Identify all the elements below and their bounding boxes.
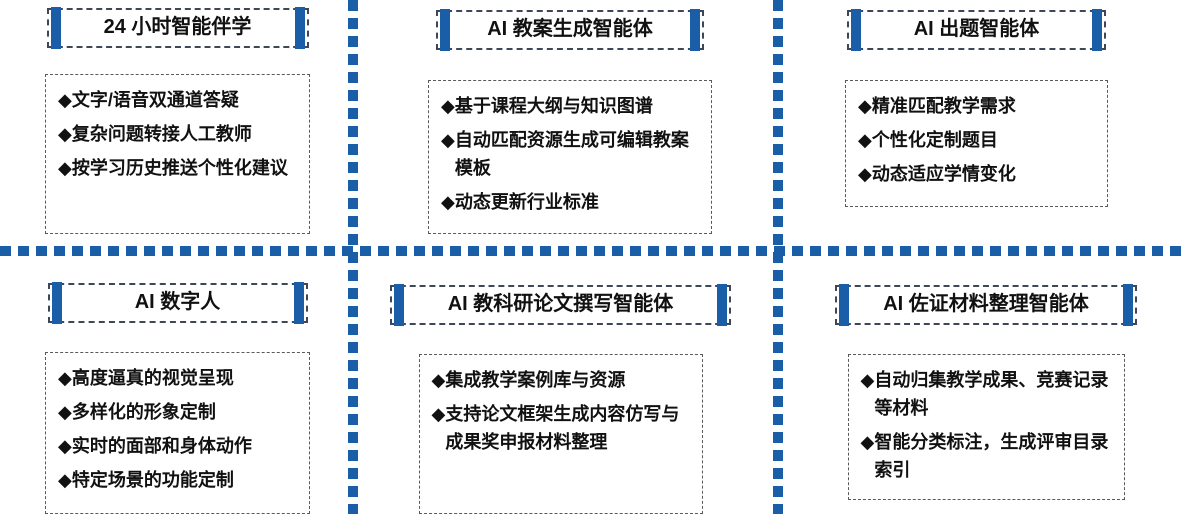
panel-title-box: AI 佐证材料整理智能体 — [835, 284, 1137, 326]
panel-content-box: ◆集成教学案例库与资源◆支持论文框架生成内容仿写与成果奖申报材料整理 — [418, 354, 703, 514]
diamond-bullet-icon: ◆ — [58, 90, 72, 110]
feature-item-text: 精准匹配教学需求 — [871, 96, 1016, 116]
diamond-bullet-icon: ◆ — [431, 370, 446, 390]
title-accent-bar-right — [1092, 9, 1102, 51]
title-accent-bar-right — [294, 7, 305, 49]
feature-item: ◆文字/语音双通道答疑 — [58, 87, 299, 115]
diamond-bullet-icon: ◆ — [441, 96, 455, 116]
title-accent-bar-left — [851, 9, 861, 51]
panel-smart-companion: 24 小时智能伴学 ◆文字/语音双通道答疑◆复杂问题转接人工教师◆按学习历史推送… — [45, 7, 310, 234]
diamond-bullet-icon: ◆ — [858, 163, 872, 184]
title-accent-bar-left — [394, 284, 404, 326]
diamond-bullet-icon: ◆ — [58, 123, 72, 144]
feature-list: ◆高度逼真的视觉呈现◆多样化的形象定制◆实时的面部和身体动作◆特定场景的功能定制 — [58, 365, 299, 495]
panel-title-box: AI 出题智能体 — [847, 9, 1106, 51]
feature-item: ◆自动归集教学成果、竞赛记录等材料 — [861, 367, 1114, 423]
feature-item-text: 动态更新行业标准 — [454, 191, 599, 212]
feature-item-text: 智能分类标注，生成评审目录索引 — [874, 431, 1109, 480]
feature-item: ◆动态适应学情变化 — [858, 161, 1097, 189]
diamond-bullet-icon: ◆ — [58, 157, 72, 178]
title-accent-bar-left — [440, 9, 450, 51]
feature-item: ◆高度逼真的视觉呈现 — [58, 365, 299, 393]
feature-item: ◆精准匹配教学需求 — [858, 93, 1097, 121]
diamond-bullet-icon: ◆ — [58, 435, 72, 456]
panel-title: AI 教科研论文撰写智能体 — [447, 293, 674, 315]
panel-digital-human: AI 数字人 ◆高度逼真的视觉呈现◆多样化的形象定制◆实时的面部和身体动作◆特定… — [45, 282, 310, 514]
feature-item: ◆复杂问题转接人工教师 — [58, 121, 299, 149]
feature-item-text: 支持论文框架生成内容仿写与成果奖申报材料整理 — [445, 403, 680, 452]
panel-title: 24 小时智能伴学 — [103, 16, 252, 38]
feature-item-text: 基于课程大纲与知识图谱 — [454, 96, 653, 116]
diamond-bullet-icon: ◆ — [58, 368, 72, 388]
feature-list: ◆自动归集教学成果、竞赛记录等材料◆智能分类标注，生成评审目录索引 — [861, 367, 1114, 485]
diamond-bullet-icon: ◆ — [858, 96, 872, 116]
feature-item: ◆多样化的形象定制 — [58, 399, 299, 427]
feature-list: ◆文字/语音双通道答疑◆复杂问题转接人工教师◆按学习历史推送个性化建议 — [58, 87, 299, 183]
horizontal-dotted-divider — [0, 246, 1182, 256]
panel-title-box: AI 教科研论文撰写智能体 — [390, 284, 731, 326]
feature-item: ◆动态更新行业标准 — [441, 189, 701, 217]
panel-title: AI 数字人 — [134, 291, 221, 313]
feature-item-text: 特定场景的功能定制 — [71, 469, 234, 490]
panel-lesson-plan-agent: AI 教案生成智能体 ◆基于课程大纲与知识图谱◆自动匹配资源生成可编辑教案模板◆… — [428, 9, 712, 234]
vertical-dotted-divider-1 — [348, 0, 358, 514]
feature-item-text: 实时的面部和身体动作 — [71, 435, 252, 456]
feature-item: ◆集成教学案例库与资源 — [432, 367, 692, 395]
title-accent-bar-right — [293, 282, 304, 324]
diamond-bullet-icon: ◆ — [58, 469, 72, 490]
diamond-bullet-icon: ◆ — [441, 129, 455, 150]
feature-item-text: 多样化的形象定制 — [71, 401, 216, 422]
feature-list: ◆基于课程大纲与知识图谱◆自动匹配资源生成可编辑教案模板◆动态更新行业标准 — [441, 93, 701, 217]
feature-item: ◆智能分类标注，生成评审目录索引 — [861, 429, 1114, 485]
vertical-dotted-divider-2 — [773, 0, 783, 514]
panel-title: AI 佐证材料整理智能体 — [883, 293, 1089, 315]
panel-content-box: ◆文字/语音双通道答疑◆复杂问题转接人工教师◆按学习历史推送个性化建议 — [45, 74, 310, 234]
panel-paper-writing-agent: AI 教科研论文撰写智能体 ◆集成教学案例库与资源◆支持论文框架生成内容仿写与成… — [390, 284, 731, 514]
diamond-bullet-icon: ◆ — [860, 431, 875, 452]
panel-evidence-organizing-agent: AI 佐证材料整理智能体 ◆自动归集教学成果、竞赛记录等材料◆智能分类标注，生成… — [835, 284, 1137, 500]
panel-title-box: AI 教案生成智能体 — [436, 9, 704, 51]
title-accent-bar-right — [1123, 284, 1133, 326]
panel-content-box: ◆高度逼真的视觉呈现◆多样化的形象定制◆实时的面部和身体动作◆特定场景的功能定制 — [45, 352, 310, 514]
feature-item-text: 高度逼真的视觉呈现 — [71, 368, 234, 388]
feature-item: ◆按学习历史推送个性化建议 — [58, 155, 299, 183]
feature-item: ◆个性化定制题目 — [858, 127, 1097, 155]
panel-title: AI 出题智能体 — [913, 18, 1040, 40]
feature-list: ◆精准匹配教学需求◆个性化定制题目◆动态适应学情变化 — [858, 93, 1097, 189]
panel-content-box: ◆自动归集教学成果、竞赛记录等材料◆智能分类标注，生成评审目录索引 — [847, 354, 1125, 500]
feature-item-text: 集成教学案例库与资源 — [445, 370, 626, 390]
title-accent-bar-left — [51, 282, 62, 324]
title-accent-bar-right — [690, 9, 700, 51]
feature-item-text: 文字/语音双通道答疑 — [71, 90, 239, 110]
feature-item-text: 动态适应学情变化 — [871, 163, 1016, 184]
panel-title-box: AI 数字人 — [47, 282, 308, 324]
feature-item: ◆实时的面部和身体动作 — [58, 433, 299, 461]
diamond-bullet-icon: ◆ — [860, 370, 875, 390]
diamond-bullet-icon: ◆ — [858, 129, 872, 150]
feature-item-text: 个性化定制题目 — [871, 129, 998, 150]
title-accent-bar-left — [50, 7, 61, 49]
feature-item-text: 复杂问题转接人工教师 — [71, 123, 252, 144]
diamond-bullet-icon: ◆ — [431, 403, 446, 424]
feature-item: ◆特定场景的功能定制 — [58, 467, 299, 495]
diamond-bullet-icon: ◆ — [441, 191, 455, 212]
diamond-bullet-icon: ◆ — [58, 401, 72, 422]
feature-item-text: 按学习历史推送个性化建议 — [71, 157, 288, 178]
feature-item: ◆基于课程大纲与知识图谱 — [441, 93, 701, 121]
panel-content-box: ◆基于课程大纲与知识图谱◆自动匹配资源生成可编辑教案模板◆动态更新行业标准 — [428, 80, 712, 234]
panel-content-box: ◆精准匹配教学需求◆个性化定制题目◆动态适应学情变化 — [845, 80, 1108, 207]
panel-title: AI 教案生成智能体 — [487, 18, 653, 40]
title-accent-bar-right — [717, 284, 727, 326]
feature-item: ◆自动匹配资源生成可编辑教案模板 — [441, 127, 701, 183]
title-accent-bar-left — [839, 284, 849, 326]
feature-item-text: 自动归集教学成果、竞赛记录等材料 — [874, 370, 1109, 418]
panel-question-generation-agent: AI 出题智能体 ◆精准匹配教学需求◆个性化定制题目◆动态适应学情变化 — [845, 9, 1108, 207]
feature-item-text: 自动匹配资源生成可编辑教案模板 — [454, 129, 689, 178]
panel-title-box: 24 小时智能伴学 — [46, 7, 309, 49]
feature-list: ◆集成教学案例库与资源◆支持论文框架生成内容仿写与成果奖申报材料整理 — [432, 367, 692, 457]
feature-item: ◆支持论文框架生成内容仿写与成果奖申报材料整理 — [432, 401, 692, 457]
